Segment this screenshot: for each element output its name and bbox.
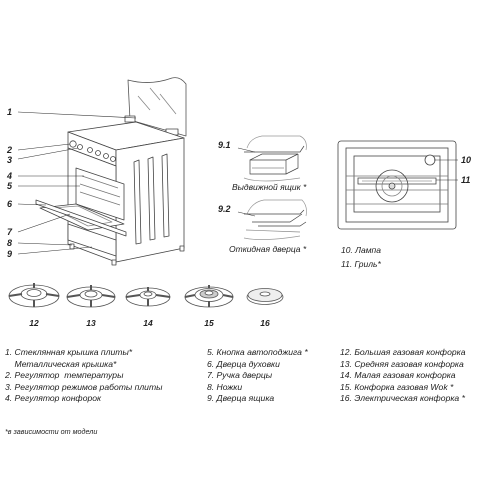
callout-1: 1 <box>7 107 13 117</box>
callout-7: 7 <box>7 227 13 237</box>
callout-lines <box>17 111 137 255</box>
burner-number-14: 14 <box>143 318 153 328</box>
legend-item-2: 2. Регулятор температуры <box>5 370 124 381</box>
burner-small <box>125 287 171 307</box>
inset-hinged-door <box>237 199 307 240</box>
callout-3: 3 <box>7 155 13 165</box>
legend-item-9: 9. Дверца ящика <box>207 393 275 404</box>
oven-interior-view <box>337 140 458 230</box>
grill-caption: 11. Гриль* <box>341 259 381 269</box>
lamp-caption: 10. Лампа <box>341 245 381 255</box>
callout-10: 10 <box>461 155 472 165</box>
legend-item-13: 13. Средняя газовая конфорка <box>340 358 464 369</box>
legend-column-1: 1. Стеклянная крышка плиты* Металлическа… <box>5 347 162 405</box>
inset-pull-out-caption: Выдвижной ящик * <box>232 182 307 192</box>
callout-5: 5 <box>7 181 13 191</box>
convection-fan <box>375 169 409 203</box>
callout-11: 11 <box>461 175 471 185</box>
callout-2: 2 <box>7 145 13 155</box>
burner-number-13: 13 <box>86 318 96 328</box>
inset-hinged-number: 9.2 <box>218 204 231 214</box>
grill-element <box>357 177 437 185</box>
callout-8: 8 <box>7 238 13 248</box>
callout-6: 6 <box>7 199 13 209</box>
burner-number-16: 16 <box>260 318 270 328</box>
legend-item-5: 5. Кнопка автоподжига * <box>207 347 308 357</box>
glass-lid <box>127 77 187 137</box>
legend-item-1b: Металлическая крышка* <box>5 358 117 369</box>
legend-item-15: 15. Конфорка газовая Wok * <box>340 381 454 392</box>
legend-item-16: 16. Электрическая конфорка * <box>340 393 465 404</box>
inset-pull-out-number: 9.1 <box>218 140 231 150</box>
legend-column-3: 12. Большая газовая конфорка 13. Средняя… <box>340 347 465 405</box>
legend-item-6: 6. Дверца духовки <box>207 358 280 369</box>
burner-wok <box>184 285 234 308</box>
oven-lamp <box>424 154 436 166</box>
callout-9: 9 <box>7 249 13 259</box>
legend-column-2: 5. Кнопка автоподжига * 6. Дверца духовк… <box>207 347 308 405</box>
legend-item-12: 12. Большая газовая конфорка <box>340 347 466 357</box>
legend-item-1: 1. Стеклянная крышка плиты* <box>5 347 133 357</box>
burner-number-12: 12 <box>29 318 39 328</box>
burner-number-15: 15 <box>204 318 214 328</box>
legend-item-14: 14. Малая газовая конфорка <box>340 370 456 381</box>
legend-item-4: 4. Регулятор конфорок <box>5 393 102 404</box>
burner-medium <box>66 285 116 308</box>
burner-large <box>8 283 60 308</box>
footnote: *в зависимости от модели <box>5 427 98 436</box>
burner-electric <box>246 288 284 305</box>
legend-item-7: 7. Ручка дверцы <box>207 370 273 381</box>
inset-hinged-caption: Откидная дверца * <box>229 244 307 254</box>
inset-pull-out-drawer <box>237 135 307 182</box>
legend-item-3: 3. Регулятор режимов работы плиты <box>5 381 163 392</box>
legend-item-8: 8. Ножки <box>207 381 243 392</box>
callout-4: 4 <box>7 171 13 181</box>
